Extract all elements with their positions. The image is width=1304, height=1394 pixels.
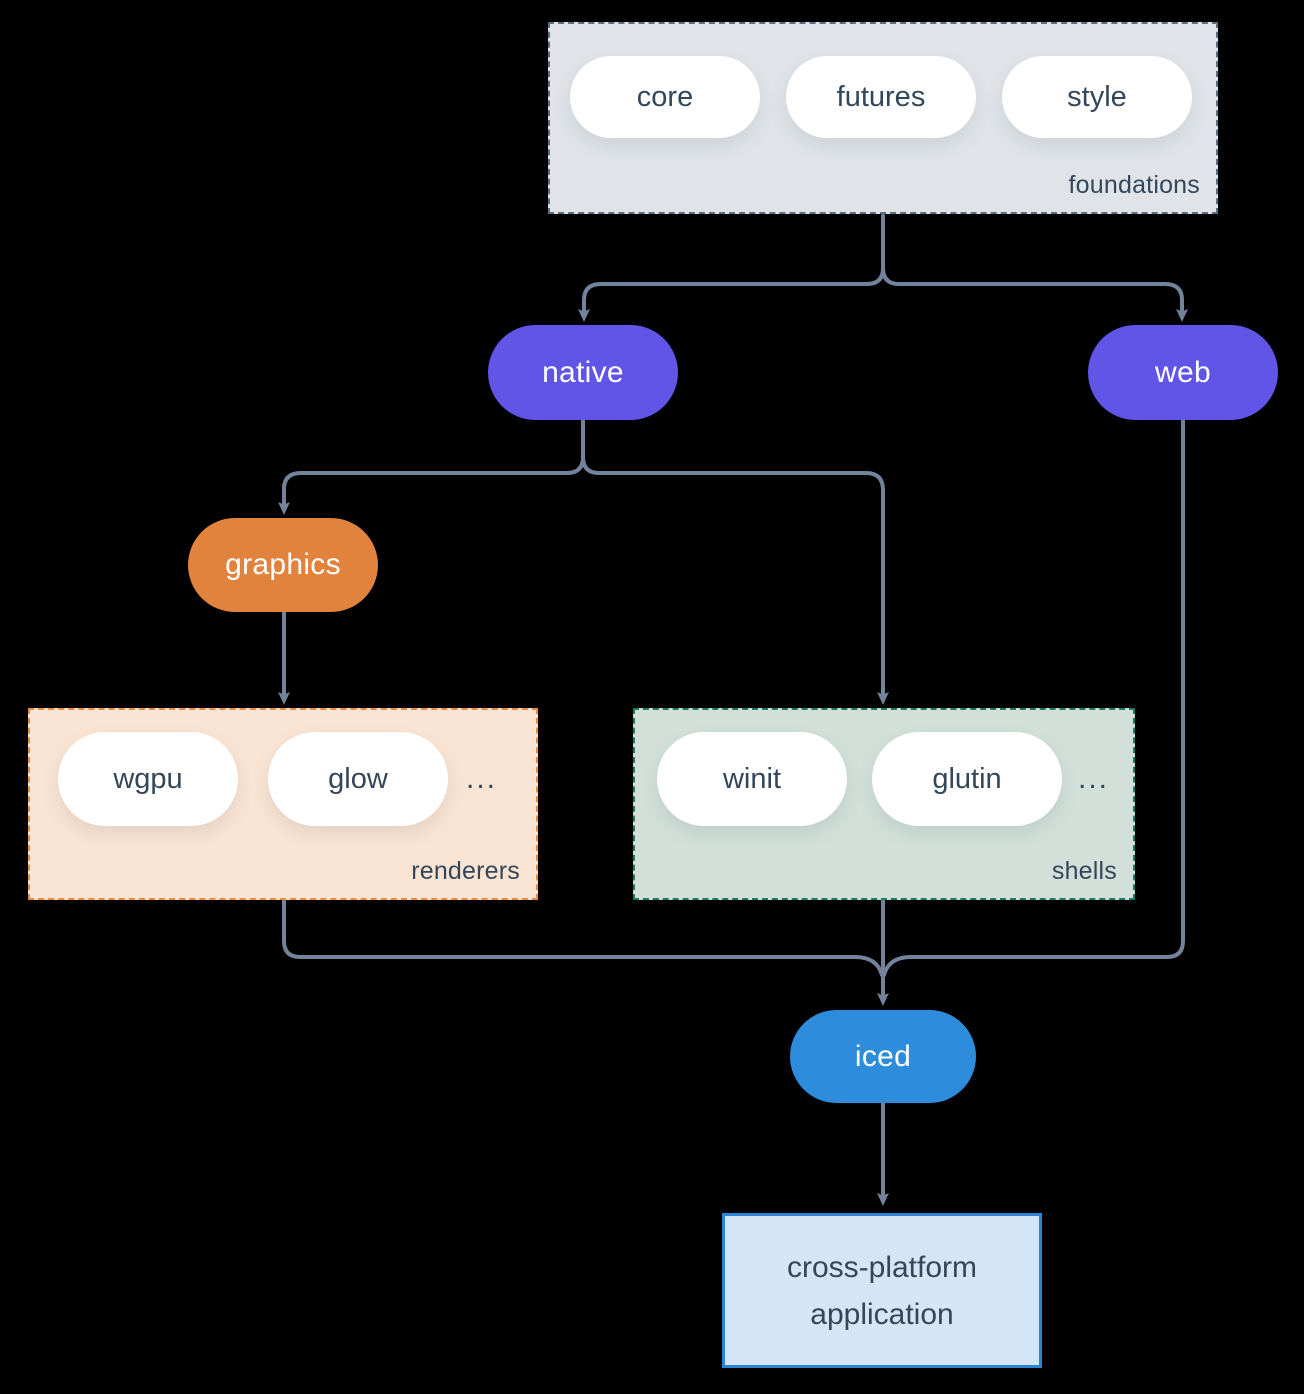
shells-ellipsis: ... bbox=[1078, 762, 1110, 795]
edge-foundations-web bbox=[881, 214, 1188, 323]
pill-futures: futures bbox=[786, 56, 976, 138]
group-shells-label: shells bbox=[1051, 857, 1117, 885]
edge-renderers-iced bbox=[282, 899, 884, 977]
node-iced: iced bbox=[790, 1010, 976, 1103]
application-label-line1: cross-platform bbox=[786, 1250, 978, 1284]
edge-native-graphics bbox=[278, 418, 585, 516]
pill-glow: glow bbox=[268, 732, 448, 826]
edge-web-iced bbox=[882, 418, 1185, 977]
node-graphics: graphics bbox=[188, 518, 378, 612]
pill-style: style bbox=[1002, 56, 1192, 138]
pill-winit: winit bbox=[657, 732, 847, 826]
pill-wgpu: wgpu bbox=[58, 732, 238, 826]
group-foundations-label: foundations bbox=[1068, 171, 1200, 199]
node-native: native bbox=[488, 325, 678, 420]
node-cross-platform-application: cross-platform application bbox=[722, 1213, 1042, 1368]
renderers-ellipsis: ... bbox=[466, 762, 498, 795]
application-label-line2: application bbox=[810, 1297, 954, 1331]
node-web: web bbox=[1088, 325, 1278, 420]
edge-native-shells bbox=[581, 418, 889, 706]
pill-glutin: glutin bbox=[872, 732, 1062, 826]
group-renderers-label: renderers bbox=[411, 857, 520, 885]
edge-foundations-native bbox=[578, 214, 885, 323]
pill-core: core bbox=[570, 56, 760, 138]
